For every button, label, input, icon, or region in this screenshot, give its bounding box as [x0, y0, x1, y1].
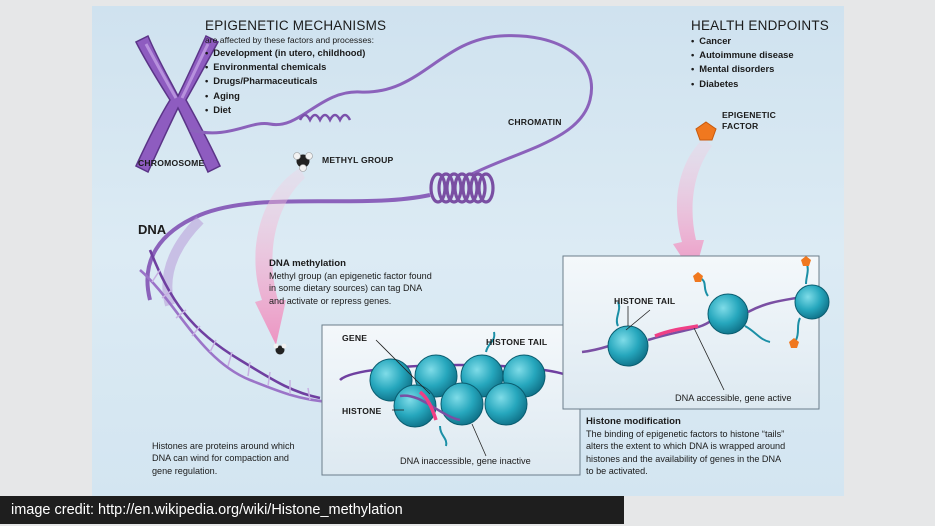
list-item: Diabetes [691, 77, 794, 91]
image-credit-caption: image credit: http://en.wikipedia.org/wi… [0, 496, 624, 524]
chromatin-fiber [189, 34, 593, 177]
methyl-group-label: METHYL GROUP [322, 155, 394, 165]
list-item: Development (in utero, childhood) [205, 46, 365, 60]
gene-label: GENE [342, 333, 368, 343]
histone-label: HISTONE [342, 406, 382, 416]
dna-helix [139, 249, 331, 404]
chromatin-coil [429, 172, 495, 204]
health-endpoints-list: Cancer Autoimmune disease Mental disorde… [691, 34, 794, 91]
epigenetic-factors-list: Development (in utero, childhood) Enviro… [205, 46, 365, 117]
dna-methylation-title: DNA methylation [269, 258, 346, 269]
epigenetic-factor-icon [695, 121, 717, 141]
list-item: Environmental chemicals [205, 60, 365, 74]
histone-tail-label-left: HISTONE TAIL [486, 337, 548, 347]
factor-arrow [673, 138, 712, 276]
methylation-arrow [255, 168, 305, 345]
epigenetic-factor-label: EPIGENETIC FACTOR [722, 110, 777, 131]
histones-note: Histones are proteins around which DNA c… [152, 441, 295, 476]
chromosome-label: CHROMOSOME [138, 158, 205, 168]
condensed-histones [339, 331, 576, 457]
dna-label: DNA [138, 222, 167, 237]
list-item: Cancer [691, 34, 794, 48]
dna-methylation-note: DNA methylation Methyl group (an epigene… [269, 258, 432, 306]
dna-accessible-label: DNA accessible, gene active [675, 393, 792, 403]
epigenetic-mechanisms-subtitle: are affected by these factors and proces… [205, 35, 374, 45]
list-item: Autoimmune disease [691, 48, 793, 62]
list-item: Drugs/Pharmaceuticals [205, 74, 365, 88]
health-endpoints-title: HEALTH ENDPOINTS [691, 18, 829, 33]
methyl-tag-on-dna-icon [273, 343, 287, 355]
dna-inaccessible-label: DNA inaccessible, gene inactive [400, 456, 531, 466]
histone-modification-title: Histone modification [586, 416, 681, 427]
list-item: Aging [205, 89, 365, 103]
list-item: Diet [205, 103, 365, 117]
open-histones [581, 256, 830, 391]
epigenetic-mechanisms-title: EPIGENETIC MECHANISMS [205, 18, 387, 33]
methyl-group-icon [293, 152, 313, 172]
histone-tail-label-right: HISTONE TAIL [614, 296, 676, 306]
chromatin-label: CHROMATIN [508, 117, 562, 127]
histone-modification-note: Histone modification The binding of epig… [586, 416, 786, 477]
open-chromatin-box [562, 255, 820, 410]
chromosome-shape [134, 34, 221, 174]
list-item: Mental disorders [691, 62, 794, 76]
